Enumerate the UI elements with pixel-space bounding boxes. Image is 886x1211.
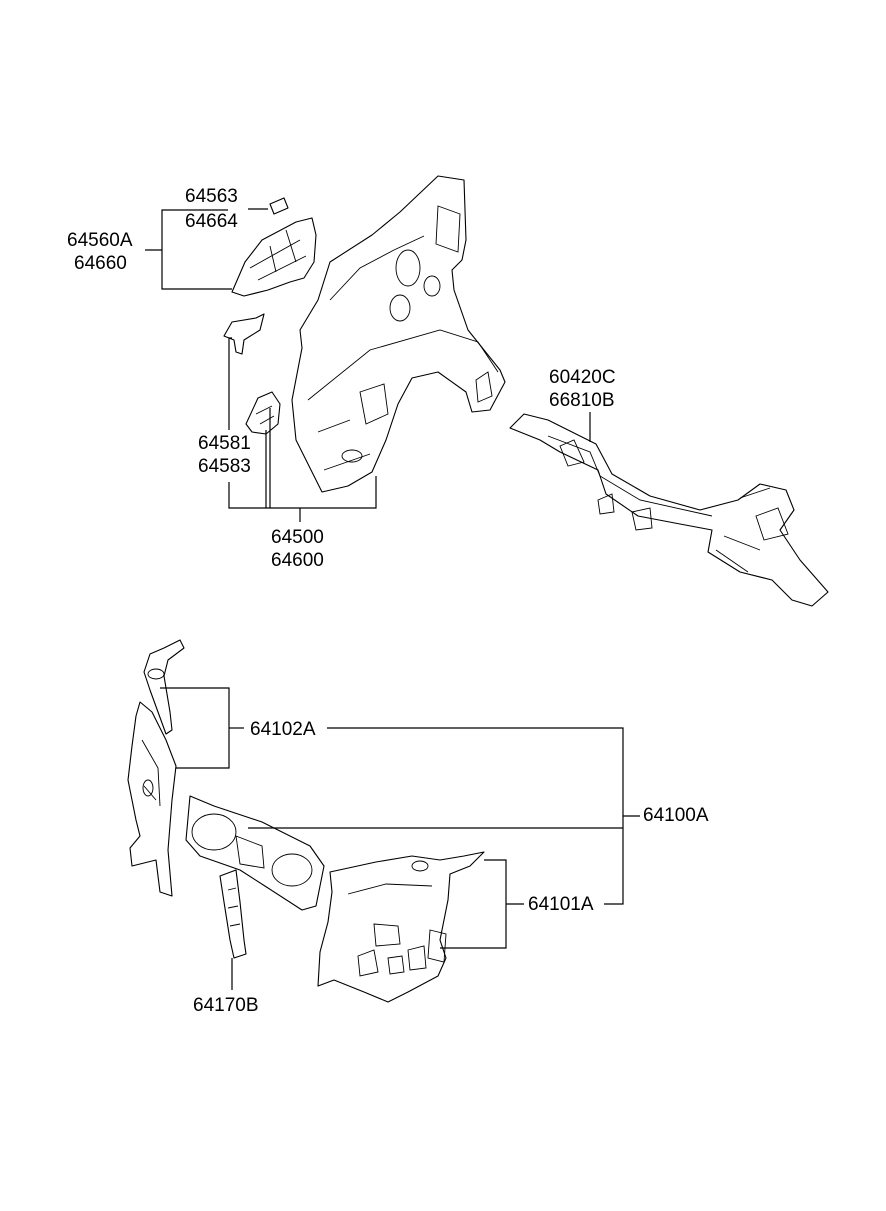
part-bracket-64583 (245, 391, 281, 435)
label-64583: 64583 (198, 456, 251, 477)
label-60420C: 60420C (549, 367, 616, 388)
part-bracket-small (269, 197, 289, 215)
label-64100A: 64100A (643, 805, 709, 826)
part-radiator-support (185, 795, 325, 911)
leader-64581 (228, 337, 232, 430)
label-64560A: 64560A (67, 230, 133, 251)
part-side-member-lower (127, 701, 177, 897)
label-64581: 64581 (198, 433, 251, 454)
label-64170B: 64170B (193, 995, 259, 1016)
label-66810B: 66810B (549, 390, 615, 411)
part-dash-wheelhouse (291, 175, 506, 493)
part-vertical-brace (219, 869, 247, 959)
part-side-panel (231, 217, 317, 297)
part-side-member-upper (143, 639, 185, 735)
label-64500: 64500 (271, 527, 324, 548)
part-bracket-64581 (223, 313, 265, 355)
label-64101A: 64101A (528, 894, 594, 915)
label-64660: 64660 (74, 253, 127, 274)
label-64664: 64664 (185, 211, 238, 232)
label-64102A: 64102A (250, 719, 316, 740)
part-inner-fender-lower (317, 851, 485, 1003)
part-cross-bar (509, 413, 829, 607)
leader-64500-bracket (228, 476, 377, 509)
label-64600: 64600 (271, 550, 324, 571)
label-64563: 64563 (185, 186, 238, 207)
